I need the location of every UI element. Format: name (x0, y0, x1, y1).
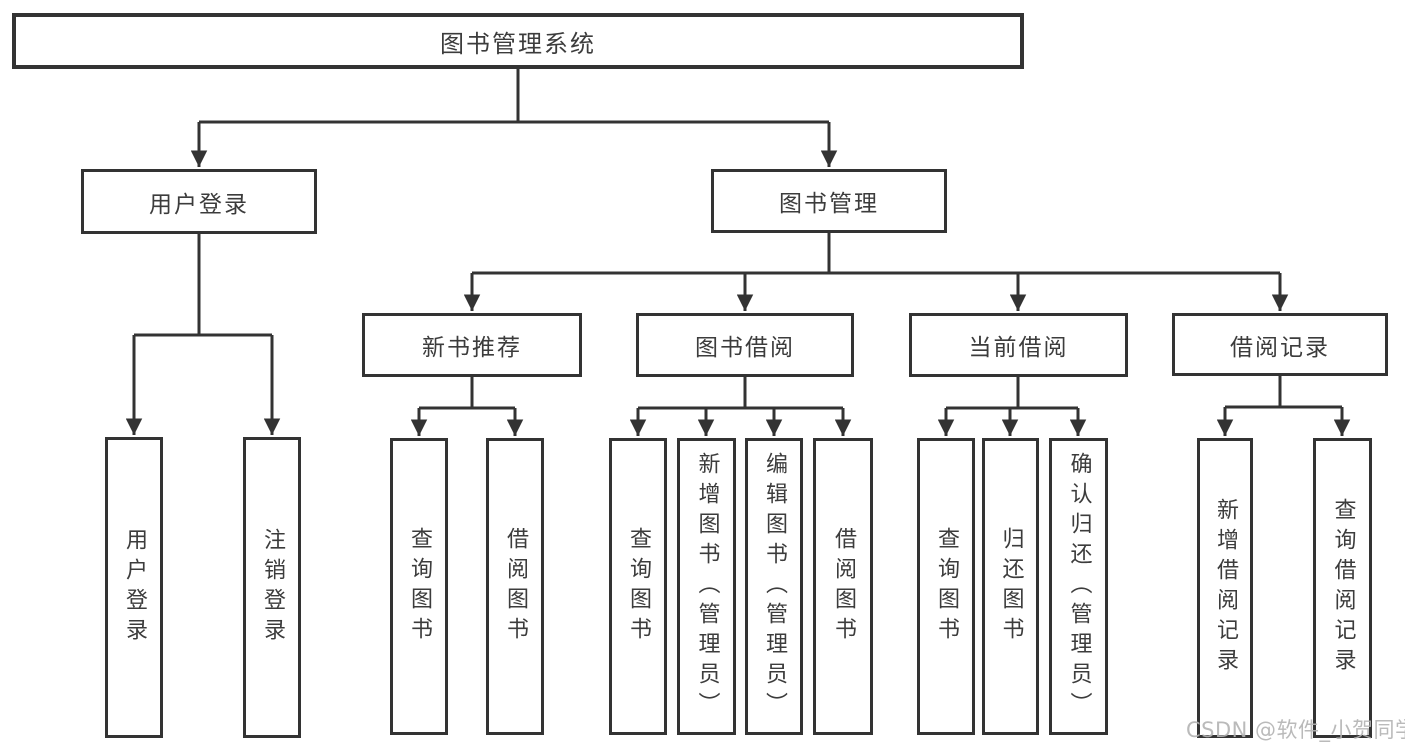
leaf-add-borrow-record: 新增借阅记录 (1197, 438, 1253, 738)
leaf-return-book-label: 归还图书 (998, 526, 1024, 647)
leaf-confirm-return-admin-label: 确认归还（管理员） (1066, 451, 1092, 722)
leaf-query-book-current: 查询图书 (917, 438, 975, 735)
leaf-query-book-borrow-label: 查询图书 (626, 526, 651, 647)
leaf-borrow-book-recommend: 借阅图书 (486, 438, 544, 735)
node-borrow-record-label: 借阅记录 (1230, 334, 1330, 361)
leaf-add-borrow-record-label: 新增借阅记录 (1213, 498, 1238, 678)
node-book-management-label: 图书管理 (779, 191, 879, 217)
leaf-logout: 注销登录 (243, 437, 301, 738)
node-book-management: 图书管理 (711, 169, 947, 233)
leaf-borrow-book: 借阅图书 (813, 438, 873, 735)
leaf-borrow-book-recommend-label: 借阅图书 (503, 526, 528, 647)
node-book-borrow: 图书借阅 (636, 313, 854, 377)
leaf-add-book-admin: 新增图书（管理员） (677, 438, 736, 735)
leaf-query-book-recommend-label: 查询图书 (407, 526, 432, 647)
node-root: 图书管理系统 (12, 13, 1024, 69)
leaf-edit-book-admin-label: 编辑图书（管理员） (762, 451, 787, 722)
node-user-login: 用户登录 (81, 169, 317, 234)
leaf-user-login: 用户登录 (105, 437, 163, 738)
leaf-query-borrow-record-label: 查询借阅记录 (1330, 498, 1356, 678)
leaf-confirm-return-admin: 确认归还（管理员） (1049, 438, 1108, 735)
leaf-edit-book-admin: 编辑图书（管理员） (745, 438, 803, 735)
node-current-borrow: 当前借阅 (909, 313, 1128, 377)
node-new-book-recommend: 新书推荐 (362, 313, 582, 377)
leaf-user-login-label: 用户登录 (122, 527, 147, 648)
node-user-login-label: 用户登录 (149, 191, 249, 218)
leaf-query-borrow-record: 查询借阅记录 (1313, 438, 1372, 738)
node-borrow-record: 借阅记录 (1172, 313, 1388, 376)
leaf-add-book-admin-label: 新增图书（管理员） (694, 451, 720, 722)
leaf-return-book: 归还图书 (982, 438, 1039, 735)
node-book-borrow-label: 图书借阅 (695, 335, 795, 361)
leaf-borrow-book-label: 借阅图书 (831, 526, 856, 647)
leaf-query-book-recommend: 查询图书 (390, 438, 448, 735)
node-root-label: 图书管理系统 (440, 29, 596, 58)
node-new-book-recommend-label: 新书推荐 (422, 335, 522, 361)
csdn-watermark: CSDN @软件_小贺同学 (1186, 718, 1405, 742)
leaf-query-book-current-label: 查询图书 (934, 526, 959, 647)
node-current-borrow-label: 当前借阅 (968, 335, 1069, 361)
leaf-logout-label: 注销登录 (260, 527, 285, 648)
leaf-query-book-borrow: 查询图书 (609, 438, 667, 735)
